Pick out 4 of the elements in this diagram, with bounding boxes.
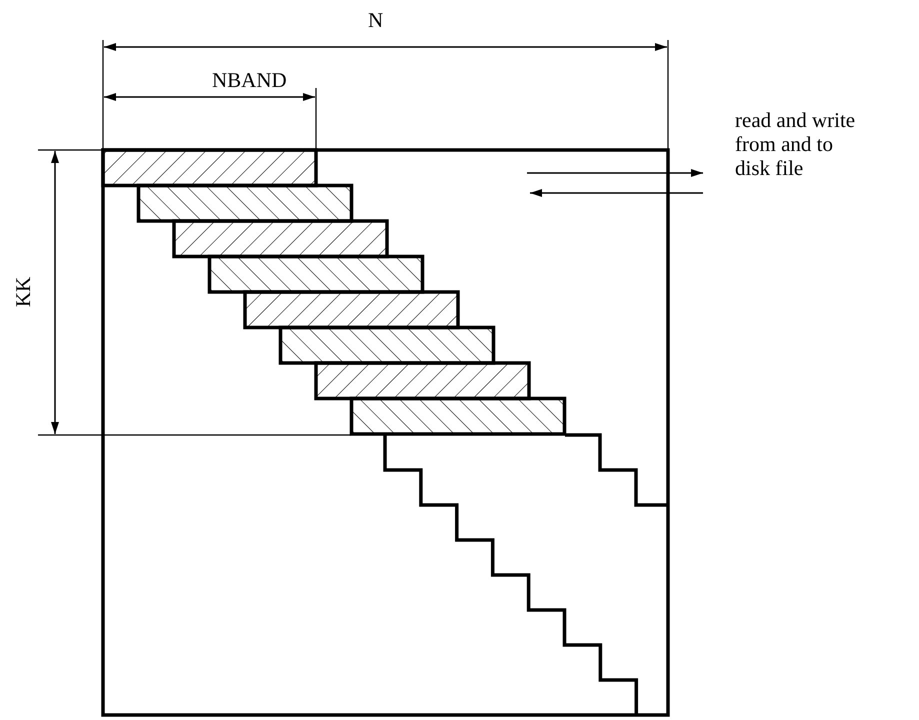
note-text: read and write from and to disk file bbox=[735, 108, 856, 180]
dimension-label: KK bbox=[11, 276, 36, 308]
dimension-label: N bbox=[368, 8, 384, 32]
dimension-label: NBAND bbox=[212, 68, 287, 92]
